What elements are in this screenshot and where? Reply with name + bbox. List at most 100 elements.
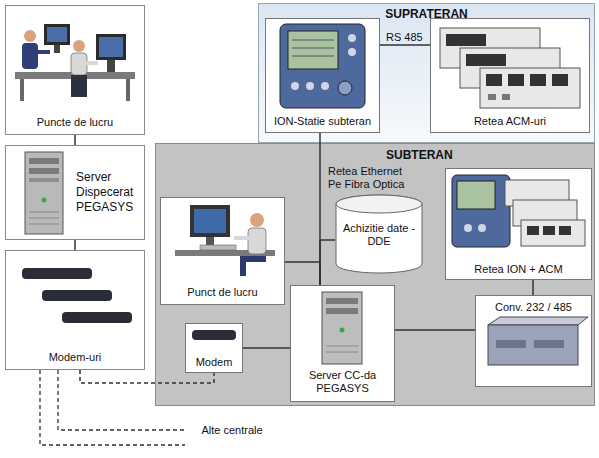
person-legs bbox=[240, 256, 266, 262]
acm-display bbox=[552, 74, 568, 86]
converter-port bbox=[496, 340, 526, 348]
panel-button bbox=[291, 82, 299, 90]
desk-leg bbox=[20, 79, 24, 101]
connector-line bbox=[380, 44, 430, 46]
node-text: Retea ACM-uri bbox=[431, 115, 589, 128]
ion-screen bbox=[288, 31, 338, 69]
monitor-screen bbox=[47, 27, 67, 42]
converter-box bbox=[488, 325, 578, 365]
drive-bay bbox=[29, 178, 59, 182]
acm-display bbox=[543, 226, 555, 235]
converter-port bbox=[534, 340, 564, 348]
free-label: Alte centrale bbox=[192, 424, 272, 437]
panel-button bbox=[464, 224, 472, 232]
panel-button bbox=[478, 224, 486, 232]
vent-line bbox=[29, 218, 59, 219]
connector-line bbox=[74, 135, 76, 145]
node-text: Server CC-da PEGASYS bbox=[291, 369, 394, 395]
desk-leg bbox=[126, 79, 130, 101]
acm-button bbox=[502, 94, 510, 100]
drive-bay bbox=[29, 158, 59, 164]
ion-panel bbox=[452, 175, 510, 247]
acm-display bbox=[446, 34, 486, 46]
person-body bbox=[22, 43, 38, 69]
edge-label: RS 485 bbox=[386, 31, 426, 44]
person-body bbox=[248, 228, 266, 254]
panel-button bbox=[321, 82, 329, 90]
person-head bbox=[73, 40, 85, 52]
drive-bay bbox=[326, 308, 358, 314]
panel-button bbox=[348, 34, 356, 42]
acm-button bbox=[488, 94, 496, 100]
vent-line bbox=[326, 346, 358, 347]
node-text: Retea ION + ACM bbox=[446, 263, 591, 276]
modem-unit bbox=[22, 268, 92, 279]
node-text: Modem bbox=[186, 356, 242, 369]
node-text: ION-Statie subteran bbox=[266, 115, 379, 128]
vent-line bbox=[29, 224, 59, 225]
edge-label: Retea Ethernet Pe Fibra Optica bbox=[328, 165, 412, 191]
acm-display bbox=[559, 226, 571, 235]
acm-display bbox=[508, 74, 524, 86]
cylinder-body bbox=[336, 195, 422, 273]
acm-display bbox=[486, 74, 502, 86]
node-text: Modem-uri bbox=[6, 351, 144, 364]
ion-panel bbox=[280, 24, 365, 108]
node-text: Punct de lucru bbox=[161, 286, 284, 299]
node-text: Conv. 232 / 485 bbox=[476, 301, 591, 314]
person-arm bbox=[36, 50, 50, 54]
connector-line bbox=[320, 240, 335, 285]
converter-top bbox=[488, 317, 588, 325]
server-tower bbox=[322, 292, 362, 364]
acm-display bbox=[466, 54, 506, 66]
monitor bbox=[190, 205, 230, 237]
cylinder-top bbox=[336, 195, 422, 213]
acm-display bbox=[530, 74, 546, 86]
modem-unit bbox=[62, 312, 132, 323]
database-cylinder: Achizitie date - DDE bbox=[335, 194, 423, 274]
monitor-stand bbox=[54, 45, 60, 53]
person-head bbox=[250, 213, 264, 227]
drive-bay bbox=[326, 298, 358, 304]
panel-button bbox=[306, 82, 314, 90]
monitor bbox=[96, 34, 126, 60]
acm-meter bbox=[521, 220, 585, 246]
screen-line bbox=[292, 40, 334, 41]
ion-screen bbox=[457, 181, 495, 209]
person-body bbox=[71, 53, 87, 75]
screen-line bbox=[292, 48, 334, 49]
monitor-stand bbox=[206, 237, 214, 246]
vent-line bbox=[29, 212, 59, 213]
monitor-screen bbox=[194, 209, 226, 233]
vent-line bbox=[326, 352, 358, 353]
node-text: Server Dispecerat PEGASYS bbox=[76, 170, 142, 215]
connector-line bbox=[532, 280, 534, 295]
screen-line bbox=[292, 56, 334, 57]
drive-bay bbox=[29, 168, 59, 174]
node-text: Achizitie date - DDE bbox=[341, 222, 417, 248]
monitor-stand bbox=[107, 60, 115, 72]
connector-line bbox=[285, 262, 320, 285]
node-text: SUBTERAN bbox=[386, 149, 486, 162]
modem-unit bbox=[42, 290, 112, 301]
acm-display bbox=[527, 226, 539, 235]
monitor bbox=[44, 24, 70, 45]
power-led bbox=[42, 198, 47, 203]
dashed-line bbox=[40, 370, 185, 445]
modem-unit bbox=[192, 330, 236, 340]
person-arm bbox=[234, 236, 250, 240]
connector-line bbox=[80, 370, 214, 383]
monitor-screen bbox=[99, 37, 123, 57]
node-text: Puncte de lucru bbox=[6, 116, 144, 129]
power-led bbox=[340, 328, 345, 333]
panel-button bbox=[348, 48, 356, 56]
person-legs bbox=[71, 75, 87, 97]
person-arm bbox=[86, 61, 98, 65]
connector-line bbox=[74, 240, 76, 250]
dashed-line bbox=[58, 370, 185, 430]
connector-line bbox=[243, 347, 290, 349]
keyboard bbox=[200, 245, 236, 250]
